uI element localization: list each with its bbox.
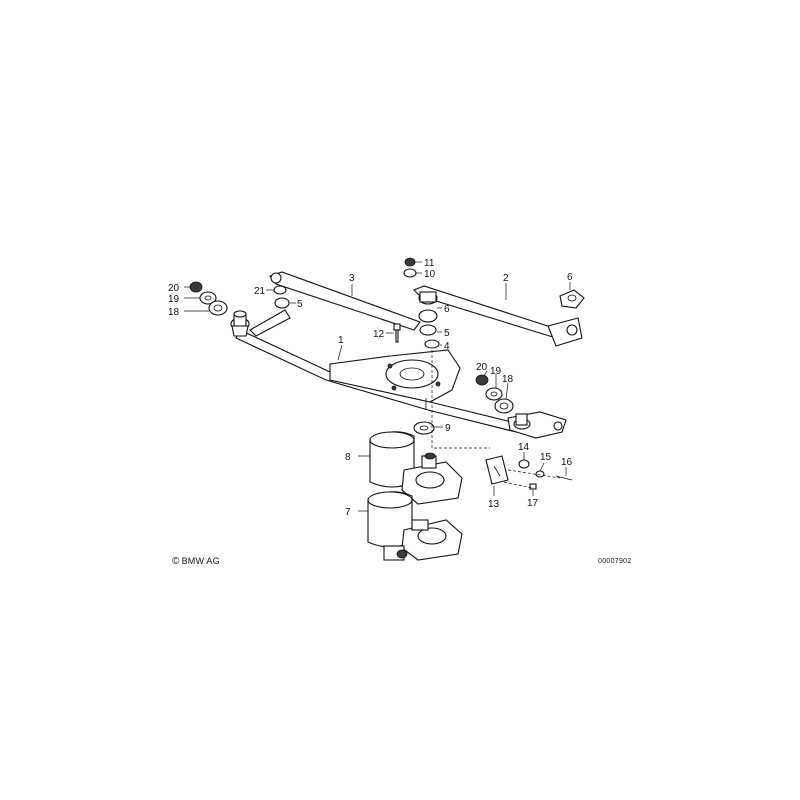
label-16: 16: [561, 457, 573, 468]
right-bushings: [475, 374, 514, 414]
right-pivot: [507, 411, 567, 439]
label-14: 14: [518, 442, 530, 453]
copyright-symbol: ©: [172, 556, 180, 567]
diagram-reference-number: 00007902: [598, 558, 632, 565]
label-6-center: 6: [444, 304, 450, 315]
copyright-text: BMW AG: [181, 556, 220, 566]
label-10: 10: [424, 269, 436, 280]
label-17: 17: [527, 498, 539, 509]
label-5-left: 5: [297, 299, 303, 310]
label-20-right: 20: [476, 362, 488, 373]
left-bushings: [189, 281, 228, 316]
label-11: 11: [424, 258, 435, 269]
grommet-6: [559, 289, 585, 309]
label-18-right: 18: [502, 374, 514, 385]
label-19-right: 19: [490, 366, 502, 377]
bracket-13: [485, 455, 573, 490]
label-7: 7: [345, 507, 351, 518]
wiper-motor-7: [367, 491, 463, 561]
label-9: 9: [445, 423, 451, 434]
label-4: 4: [444, 341, 450, 352]
link-rod-2: [413, 285, 583, 347]
label-20-left: 20: [168, 283, 180, 294]
label-3: 3: [349, 273, 355, 284]
label-21: 21: [254, 286, 266, 297]
bolt-12: [393, 323, 401, 343]
crank-stack: [403, 257, 440, 349]
label-18-left: 18: [168, 307, 180, 318]
link-rod-3: [249, 271, 421, 337]
leader-lines: [184, 261, 571, 512]
assembly-line: [431, 350, 490, 449]
copyright-notice: ©BMW AG: [172, 556, 220, 567]
label-6-right: 6: [567, 272, 573, 283]
wiper-motor-8: [369, 431, 463, 505]
label-1: 1: [338, 335, 344, 346]
label-8: 8: [345, 452, 351, 463]
label-15: 15: [540, 452, 552, 463]
left-grommets: [273, 285, 290, 309]
fastener-line: [503, 469, 561, 489]
label-12: 12: [373, 329, 385, 340]
label-5-right: 5: [444, 328, 450, 339]
left-pivot: [230, 310, 250, 337]
label-13: 13: [488, 499, 500, 510]
wiper-frame-1: [235, 329, 521, 433]
label-2: 2: [503, 273, 509, 284]
washer-9: [413, 421, 435, 435]
label-19-left: 19: [168, 294, 180, 305]
